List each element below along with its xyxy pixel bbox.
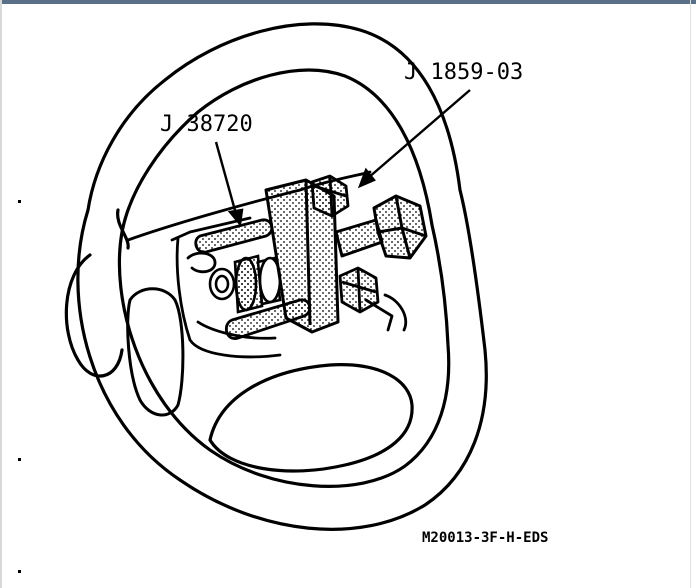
window-right-border [690, 0, 691, 588]
center-shaft-nut [208, 254, 282, 314]
arrow-icon [214, 89, 471, 227]
scan-mark [18, 570, 21, 573]
tool-label-j38720: J 38720 [160, 112, 253, 137]
scan-mark [18, 200, 21, 203]
puller-bar [264, 178, 340, 334]
figure-id: M20013-3F-H-EDS [422, 530, 549, 546]
window-top-border [0, 0, 696, 4]
upper-bolt-head [310, 174, 350, 218]
tool-label-j1859: J 1859-03 [404, 60, 524, 85]
lower-spoke-opening [208, 363, 414, 473]
scan-mark [18, 458, 21, 461]
steering-wheel-rim [64, 22, 488, 531]
window-left-border [0, 0, 2, 588]
forcing-screw [334, 194, 428, 260]
lower-bolt-head [338, 266, 380, 314]
left-spoke-pad [126, 287, 185, 417]
